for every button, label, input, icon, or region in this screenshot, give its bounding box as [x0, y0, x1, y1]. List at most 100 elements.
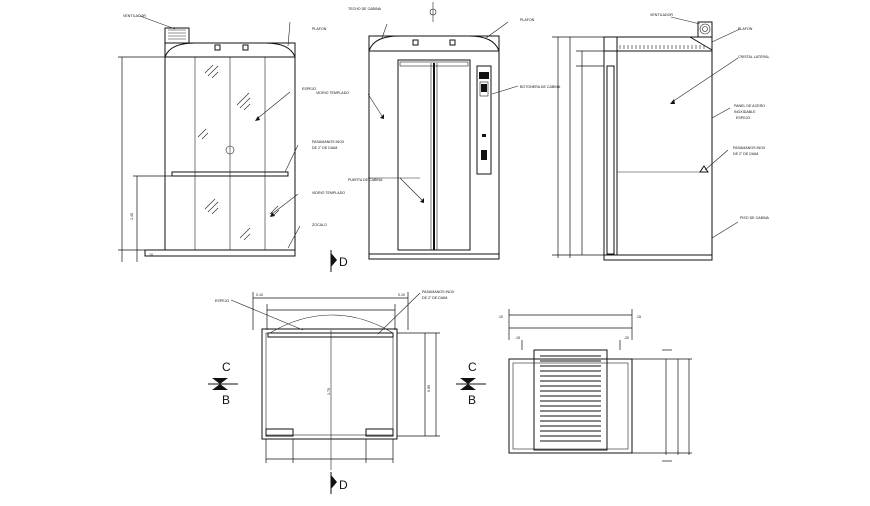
leader-line	[381, 23, 388, 39]
section-marker-cb-right: C B	[456, 360, 486, 407]
section-arrow-icon	[331, 475, 337, 489]
dim-height-text: 1.45	[130, 213, 134, 220]
leader-line	[287, 21, 291, 47]
leader-line	[284, 144, 299, 173]
label-panel-acero-2: INOXIDABLE	[734, 110, 756, 114]
roof-curve	[368, 35, 500, 52]
floor-slab	[603, 254, 713, 261]
label-ventilator: VENTILADOR	[123, 14, 146, 18]
floor-display	[479, 72, 489, 79]
dim-text: .15	[636, 315, 641, 319]
roof-band	[616, 36, 713, 52]
floor-slab	[368, 253, 500, 260]
section-marker-d-bottom: D	[330, 472, 348, 494]
label-plafon: PLAFON	[312, 27, 327, 31]
roof-curve	[164, 42, 296, 58]
leader-line	[257, 91, 291, 119]
section-arrow-icon	[212, 384, 228, 390]
roof-outline	[508, 358, 633, 454]
handrail-bracket	[699, 165, 709, 173]
leader-line	[377, 292, 421, 335]
label-ventilator: VENTILADOR	[650, 13, 673, 17]
label-vidrio-templado: VIDRIO TEMPLADO	[316, 91, 349, 95]
roof-light-b	[242, 44, 249, 51]
glass-reflection-hatch	[197, 64, 280, 241]
button-grid-icon	[481, 84, 487, 92]
label-plafon: PLAFON	[520, 18, 535, 22]
label-pasamanos-2: DE 2" DE DIAM.	[312, 146, 338, 150]
leader-line	[711, 28, 741, 43]
section-arrow-icon	[460, 378, 476, 384]
leader-line	[670, 16, 701, 25]
label-plafon: PLAFON	[738, 27, 753, 31]
door-header	[399, 61, 469, 67]
dim-text: 0.10	[398, 293, 405, 297]
alarm-button[interactable]	[482, 134, 486, 137]
roof-inner	[512, 362, 629, 450]
label-botonera: BOTONERA DE CABINA	[520, 85, 561, 89]
arrowhead	[255, 116, 260, 121]
leader-line	[485, 21, 509, 39]
cabin-roof	[368, 35, 500, 52]
label-pasamanos: PASAMANOS INOX	[733, 146, 766, 150]
section-label: D	[339, 478, 348, 492]
label-piso-cabina: PISO DE CABINA	[740, 216, 770, 220]
section-label-c: C	[468, 360, 477, 374]
side-elevation: VENTILADOR PLAFON CRISTAL LATERAL PANEL …	[552, 13, 770, 261]
dim-text: .15	[515, 336, 520, 340]
leader-line	[139, 15, 176, 30]
label-techo-cabina: TECHO DE CABINA	[348, 7, 382, 11]
roof-edge	[689, 36, 713, 51]
arrowhead	[670, 99, 675, 104]
dim-text: .10	[498, 315, 503, 319]
label-pasamanos: PASAMANOS INOX	[312, 140, 345, 144]
section-marker-d-top: D	[330, 250, 348, 272]
leader-line	[491, 85, 519, 95]
key-switch[interactable]	[481, 150, 487, 160]
ventilation-grille	[533, 349, 608, 451]
button-panel[interactable]	[476, 65, 492, 175]
dim-text: .20	[624, 336, 629, 340]
section-label-b: B	[222, 393, 230, 407]
dim-small-text: .10	[148, 253, 153, 257]
arrowhead	[420, 198, 424, 203]
dim-text: 0.95	[427, 385, 431, 392]
plan-outline	[261, 328, 398, 440]
section-label: D	[339, 255, 348, 269]
label-vidrio-templado: VIDRIO TEMPLADO	[312, 191, 345, 195]
vent-slots	[619, 45, 705, 49]
label-espejo: ESPEJO	[215, 299, 229, 303]
fan-grille-icon	[168, 29, 186, 40]
section-arrow-icon	[331, 253, 337, 267]
leader-line	[230, 299, 304, 331]
plan-view-right: .10 .15 .15 .20	[498, 309, 692, 462]
label-zocalo: ZOCALO	[312, 223, 327, 227]
grille-slats-icon	[540, 355, 601, 442]
fan-icon	[699, 23, 711, 35]
floor-slab	[144, 249, 296, 257]
section-arrow-icon	[460, 384, 476, 390]
front-elevation-doors: TECHO DE CABINA PLAFON VIDRIO TEMPLADO B…	[316, 2, 561, 260]
label-pasamanos: PASAMANOS INOX	[422, 290, 455, 294]
keypad[interactable]	[479, 81, 489, 97]
fan-hub-icon	[702, 26, 708, 32]
roof-light-a	[214, 44, 221, 51]
center-mark	[225, 145, 235, 155]
plan-view-left: 0.10 0.10 1.70 0.95 ESPEJO PASAMANOS INO…	[215, 290, 455, 470]
door-leaf	[606, 65, 615, 255]
leader-line	[671, 57, 739, 103]
arrowhead	[270, 212, 275, 217]
section-arrow-icon	[212, 378, 228, 384]
label-panel-acero: PANEL DE ACERO	[734, 104, 765, 108]
plan-inner	[265, 332, 394, 436]
door-jamb-right	[365, 428, 394, 437]
dim-text: 0.10	[256, 293, 263, 297]
label-pasamanos-2: DE 2" DE DIAM.	[733, 152, 759, 156]
leader-line	[711, 107, 731, 119]
label-cristal-lateral: CRISTAL LATERAL	[738, 55, 770, 59]
label-panel-acero-3: ESPEJO	[736, 116, 750, 120]
cabin-side	[603, 36, 713, 256]
label-pasamanos-2: DE 2" DE DIAM.	[422, 296, 448, 300]
section-label-c: C	[222, 360, 231, 374]
label-espejo: ESPEJO	[302, 87, 316, 91]
